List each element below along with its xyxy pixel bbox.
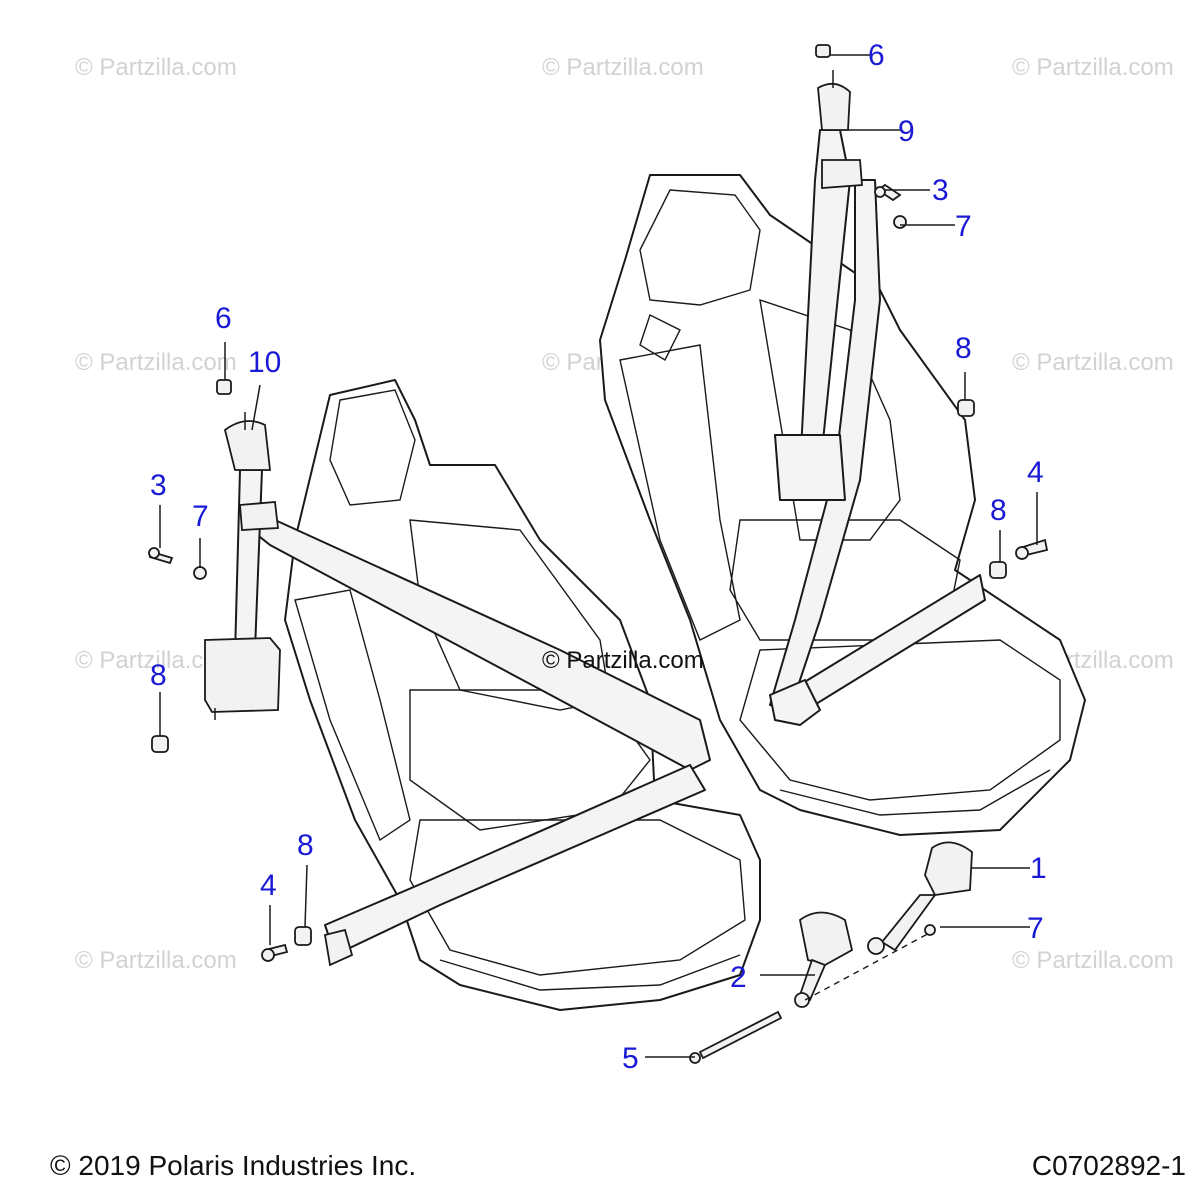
callout-3: 3 <box>932 174 949 207</box>
callout-6: 6 <box>868 39 885 72</box>
callout-3: 3 <box>150 469 167 502</box>
callout-10: 10 <box>248 346 281 379</box>
diagram-code: C0702892-1 <box>1031 1150 1186 1181</box>
watermark-text: © Partzilla.com <box>1012 54 1174 81</box>
right-seat-belt <box>769 70 986 726</box>
callout-8: 8 <box>990 494 1007 527</box>
watermark-text: © Partzilla.com <box>75 947 237 974</box>
left-seat-belt <box>204 412 711 967</box>
watermark-text: © Partzilla.com <box>75 54 237 81</box>
watermark-text: © Partzilla.com <box>1012 349 1174 376</box>
buckle-1 <box>867 841 973 955</box>
callout-9: 9 <box>898 115 915 148</box>
callout-4: 4 <box>1027 456 1044 489</box>
leader-lines <box>159 54 1038 1058</box>
callouts: 1 2 3 3 4 4 5 6 6 7 7 7 8 8 8 8 9 10 <box>150 39 1047 1075</box>
callout-8: 8 <box>150 659 167 692</box>
callout-1: 1 <box>1030 852 1047 885</box>
callout-7: 7 <box>955 210 972 243</box>
callout-7: 7 <box>1027 912 1044 945</box>
watermark-text: © Partzilla.com <box>75 349 237 376</box>
callout-5: 5 <box>622 1042 639 1075</box>
bolt-5 <box>689 1010 783 1064</box>
callout-4: 4 <box>260 869 277 902</box>
callout-2: 2 <box>730 961 747 994</box>
watermark-text: © Partzilla.com <box>1012 947 1174 974</box>
watermark-text: © Partzilla.com <box>542 54 704 81</box>
callout-8: 8 <box>955 332 972 365</box>
callout-6: 6 <box>215 302 232 335</box>
callout-7: 7 <box>192 500 209 533</box>
hardware-parts <box>148 44 1049 962</box>
copyright-text: © 2019 Polaris Industries Inc. <box>50 1150 417 1181</box>
callout-8: 8 <box>297 829 314 862</box>
assembly-dashline <box>804 929 936 1001</box>
center-watermark: © Partzilla.com <box>542 647 704 674</box>
buckle-2 <box>794 911 854 1008</box>
